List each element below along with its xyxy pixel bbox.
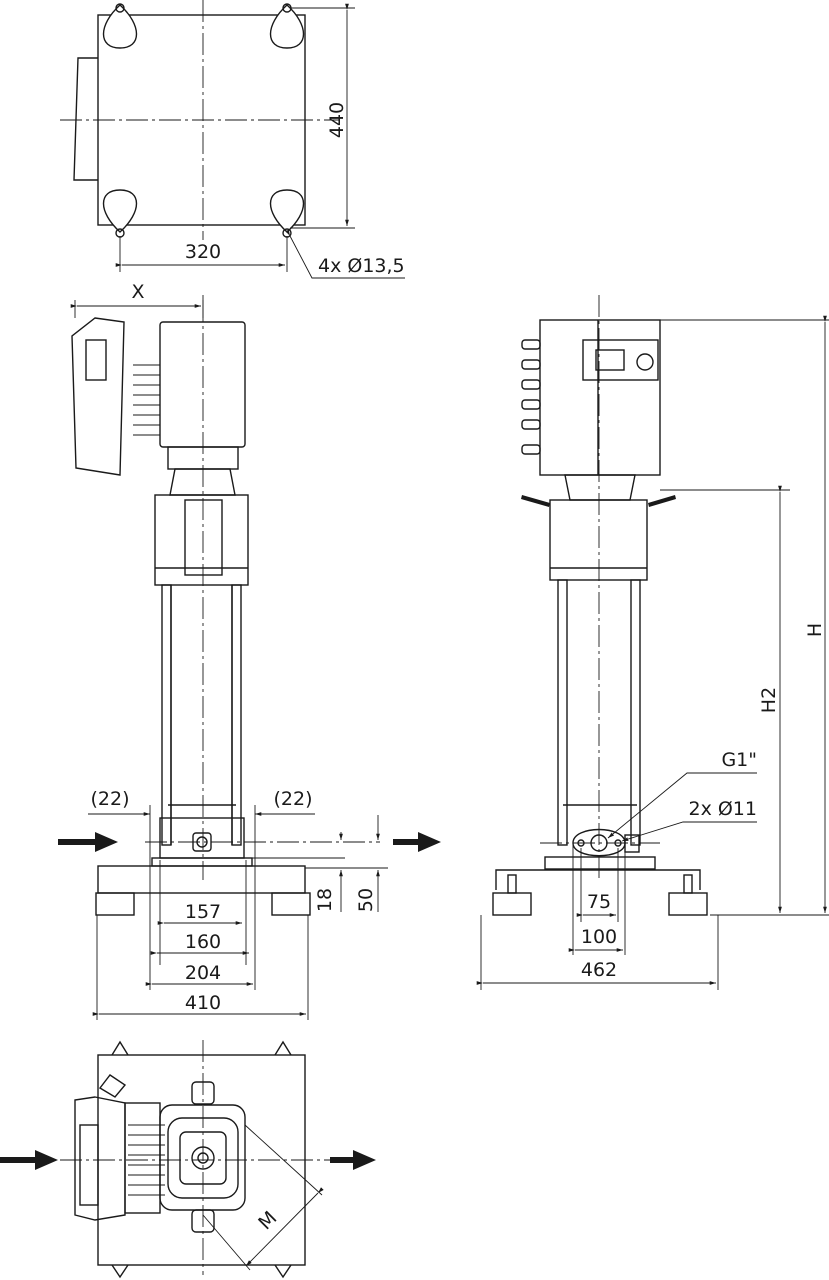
- dim-75-label: 75: [587, 891, 611, 913]
- mounting-hole-icon: [103, 3, 304, 238]
- dim-width-label: 320: [185, 241, 221, 263]
- dim-m-label: M: [254, 1207, 281, 1234]
- dim-18-label: 18: [314, 888, 336, 912]
- base-frame-side: [495, 869, 701, 890]
- top-view: 440 320 4x Ø13,5: [60, 0, 405, 279]
- pump-head-side: [549, 499, 648, 581]
- flow-arrow-out-bottom-icon: [330, 1150, 376, 1170]
- flow-arrow-out-icon: [393, 832, 441, 852]
- base-frame: [97, 865, 306, 894]
- flange-holes-label: 2x Ø11: [688, 798, 757, 820]
- control-box-outline: [73, 57, 98, 181]
- bottom-view: M: [0, 1040, 376, 1279]
- flow-arrow-in-icon: [58, 832, 118, 852]
- dim-410-label: 410: [185, 992, 221, 1014]
- dim-157-label: 157: [185, 901, 221, 923]
- dim-h2-label: H2: [758, 687, 780, 713]
- dim-x-label: X: [131, 281, 144, 303]
- pump-head: [154, 494, 249, 586]
- control-box-bottom: [74, 1096, 126, 1221]
- dim-462-label: 462: [581, 959, 617, 981]
- dim-right-offset-label: (22): [273, 788, 312, 810]
- dim-50-label: 50: [355, 888, 377, 912]
- control-box: [71, 317, 125, 476]
- side-view: H H2 G1" 2x Ø11 75 100 462: [476, 295, 829, 990]
- motor-housing-side: [539, 319, 661, 476]
- dim-160-label: 160: [185, 931, 221, 953]
- dim-h-label: H: [804, 623, 826, 637]
- connection-label: G1": [721, 749, 757, 771]
- holes-label: 4x Ø13,5: [318, 255, 405, 277]
- dim-left-offset-label: (22): [90, 788, 129, 810]
- flow-arrow-in-bottom-icon: [0, 1150, 58, 1170]
- dim-100-label: 100: [581, 926, 617, 948]
- front-view: X (22) (22) 157 160: [58, 281, 441, 1020]
- dim-204-label: 204: [185, 962, 221, 984]
- motor-housing: [159, 321, 246, 448]
- dim-depth-label: 440: [326, 102, 348, 138]
